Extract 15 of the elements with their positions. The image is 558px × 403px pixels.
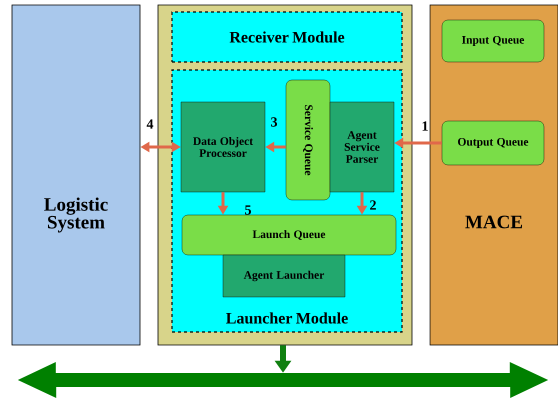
edge-label: 3 (271, 117, 278, 127)
edge-label: 5 (245, 205, 251, 215)
process-box: Data Object Processor (180, 102, 266, 192)
queue-box: Service Queue (286, 80, 330, 200)
edge-label: 4 (146, 119, 154, 129)
process-box: Agent Launcher (222, 254, 346, 298)
module-box: Receiver Module (171, 11, 403, 63)
edge-label: 2 (370, 200, 376, 210)
queue-box: Output Queue (442, 120, 544, 166)
system-box: Logistic System (12, 4, 140, 346)
queue-box: Launch Queue (182, 214, 396, 256)
bus-arrow (18, 362, 548, 398)
process-box: Agent Service Parser (330, 102, 394, 192)
queue-box: Input Queue (442, 20, 544, 62)
edge-label: 1 (422, 121, 428, 131)
